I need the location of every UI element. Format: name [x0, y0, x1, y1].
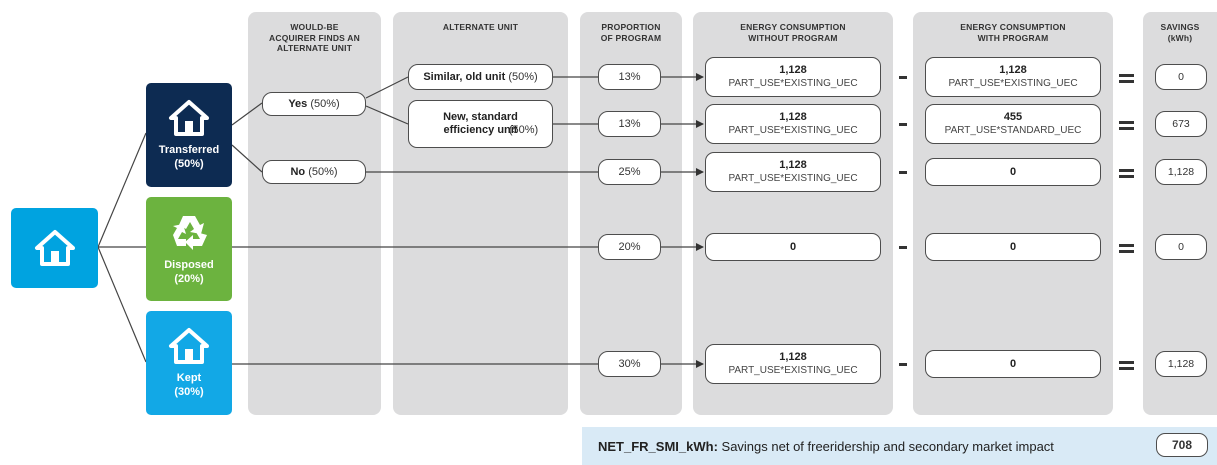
acquirer-yes-pct: (50%): [310, 97, 340, 110]
header-without-program: ENERGY CONSUMPTION WITHOUT PROGRAM: [740, 22, 846, 43]
equals-sign: [1119, 358, 1134, 373]
disposed-node: Disposed (20%): [146, 197, 232, 301]
savings-box: 673: [1155, 111, 1207, 137]
header-savings: SAVINGS (kWh): [1160, 22, 1200, 43]
with-value: 0: [1009, 357, 1017, 370]
without-formula: PART_USE*EXISTING_UEC: [728, 78, 858, 89]
minus-sign: [899, 246, 907, 249]
header-acquirer: WOULD-BE ACQUIRER FINDS AN ALTERNATE UNI…: [269, 22, 360, 53]
energy-without-box: 0: [705, 233, 881, 261]
without-value: 1,128: [779, 111, 807, 123]
savings-box: 1,128: [1155, 159, 1207, 185]
legend-text: Savings net of freeridership and seconda…: [717, 439, 1054, 454]
minus-sign: [899, 76, 907, 79]
equals-sign: [1119, 241, 1134, 256]
with-formula: PART_USE*EXISTING_UEC: [948, 78, 1078, 89]
alternate-similar: Similar, old unit (50%): [408, 64, 553, 90]
acquirer-no-label: No: [290, 165, 306, 178]
with-value: 1,128: [999, 64, 1027, 76]
without-value: 0: [789, 240, 797, 253]
net-savings-legend: NET_FR_SMI_kWh: Savings net of freerider…: [582, 427, 1217, 465]
with-formula: PART_USE*STANDARD_UEC: [944, 125, 1082, 136]
energy-with-box: 0: [925, 233, 1101, 261]
equals-sign: [1119, 71, 1134, 86]
kept-node: Kept (30%): [146, 311, 232, 415]
savings-box: 0: [1155, 234, 1207, 260]
proportion-box: 13%: [598, 64, 661, 90]
alternate-similar-label: Similar, old unit: [423, 70, 506, 83]
alternate-similar-pct: (50%): [508, 70, 538, 83]
column-acquirer: [248, 12, 381, 415]
acquirer-no: No (50%): [262, 160, 366, 184]
net-savings-value: 708: [1156, 433, 1208, 457]
house-icon: [169, 100, 209, 136]
alternate-new-label: New, standard efficiency unit: [443, 111, 518, 136]
disposed-pct: (20%): [174, 273, 204, 285]
disposed-label: Disposed: [164, 259, 214, 271]
with-value: 455: [1003, 111, 1023, 123]
without-value: 1,128: [779, 159, 807, 171]
transferred-pct: (50%): [174, 158, 204, 170]
proportion-box: 30%: [598, 351, 661, 377]
savings-box: 1,128: [1155, 351, 1207, 377]
minus-sign: [899, 363, 907, 366]
proportion-box: 25%: [598, 159, 661, 185]
alternate-new-pct: (50%): [508, 124, 539, 136]
without-value: 1,128: [779, 64, 807, 76]
without-formula: PART_USE*EXISTING_UEC: [728, 173, 858, 184]
house-icon: [34, 230, 75, 266]
alternate-new: New, standard efficiency unit (50%): [408, 100, 553, 148]
without-value: 1,128: [779, 351, 807, 363]
acquirer-no-pct: (50%): [308, 165, 338, 178]
equals-sign: [1119, 118, 1134, 133]
proportion-box: 20%: [598, 234, 661, 260]
recycle-icon: [173, 216, 207, 250]
header-with-program: ENERGY CONSUMPTION WITH PROGRAM: [960, 22, 1066, 43]
energy-with-box: 0: [925, 350, 1101, 378]
without-formula: PART_USE*EXISTING_UEC: [728, 125, 858, 136]
savings-box: 0: [1155, 64, 1207, 90]
house-icon: [169, 328, 209, 364]
minus-sign: [899, 123, 907, 126]
with-value: 0: [1009, 165, 1017, 178]
with-value: 0: [1009, 240, 1017, 253]
kept-label: Kept: [176, 372, 202, 384]
header-proportion: PROPORTION OF PROGRAM: [600, 22, 662, 43]
transferred-label: Transferred: [158, 144, 220, 156]
equals-sign: [1119, 166, 1134, 181]
without-formula: PART_USE*EXISTING_UEC: [728, 365, 858, 376]
minus-sign: [899, 171, 907, 174]
acquirer-yes: Yes (50%): [262, 92, 366, 116]
acquirer-yes-label: Yes: [288, 97, 308, 110]
energy-with-box: 0: [925, 158, 1101, 186]
proportion-box: 13%: [598, 111, 661, 137]
header-alternate-unit: ALTERNATE UNIT: [442, 22, 519, 32]
legend-key: NET_FR_SMI_kWh:: [598, 439, 718, 454]
kept-pct: (30%): [174, 386, 204, 398]
start-node: [11, 208, 98, 288]
transferred-node: Transferred (50%): [146, 83, 232, 187]
